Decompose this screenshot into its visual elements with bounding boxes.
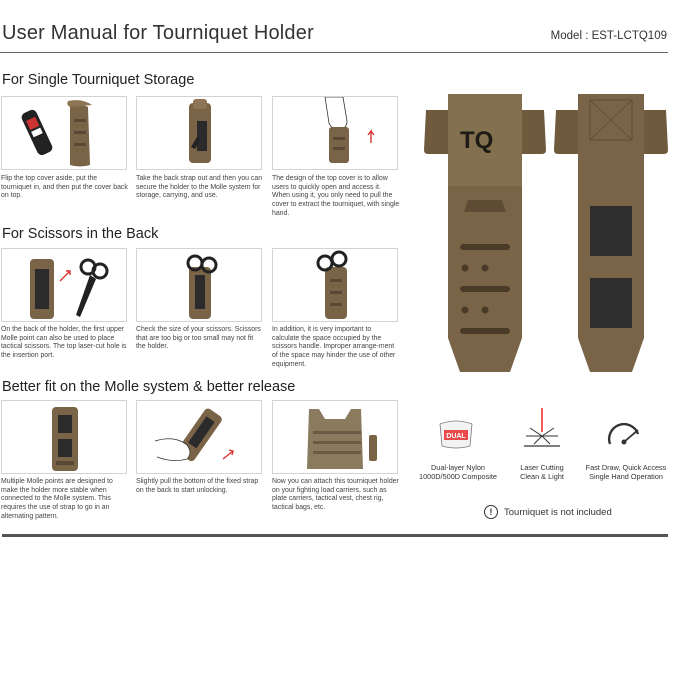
holder-back-strap-illustration xyxy=(189,99,211,163)
page-title: User Manual for Tourniquet Holder xyxy=(2,22,314,44)
caption: Flip the top cover aside, put the tourni… xyxy=(1,175,128,200)
feature-line: 1000D/500D Composite xyxy=(419,472,497,481)
feature-line: Laser Cutting xyxy=(520,463,564,472)
image-panel-molle-points xyxy=(1,400,127,474)
section-heading-molle: Better fit on the Molle system & better … xyxy=(2,379,296,395)
image-panel-scissors-size xyxy=(136,248,262,322)
caption: Take the back strap out and then you can… xyxy=(136,175,263,200)
holder-and-scissors-illustration xyxy=(30,258,109,319)
tourniquet-not-included-note: ! Tourniquet is not included xyxy=(484,505,612,519)
holder-front-view xyxy=(424,94,546,372)
section-heading-scissors: For Scissors in the Back xyxy=(2,226,159,242)
scissors-handle-space-illustration xyxy=(316,250,348,319)
image-panel-pull-cover xyxy=(272,96,398,170)
tq-logo: TQ xyxy=(460,127,493,154)
feature-line: Dual-layer Nylon xyxy=(431,463,485,472)
hand-pull-illustration xyxy=(324,97,375,163)
scissors-inserted-illustration xyxy=(186,254,218,319)
image-panel-scissors-space xyxy=(272,248,398,322)
feature-line: Fast Draw, Quick Access xyxy=(585,463,667,472)
caption: On the back of the holder, the first upp… xyxy=(1,326,127,360)
hand-unlock-illustration xyxy=(154,408,234,462)
note-text: Tourniquet is not included xyxy=(504,506,612,518)
image-panel-unlock xyxy=(136,400,262,474)
caption: Multiple Molle points are designed to ma… xyxy=(1,478,113,520)
image-panel-plate-carrier xyxy=(272,400,398,474)
dual-badge-text: DUAL xyxy=(446,433,466,440)
caption: The design of the top cover is to allow … xyxy=(272,175,400,217)
caption: Slightly pull the bottom of the fixed st… xyxy=(136,478,259,494)
holder-back-view xyxy=(554,94,668,372)
plate-carrier-illustration xyxy=(307,409,377,469)
section-heading-single: For Single Tourniquet Storage xyxy=(2,72,195,88)
caption: Check the size of your scissors. Scissor… xyxy=(136,326,261,351)
feature-dual-layer: Dual-layer Nylon 1000D/500D Composite xyxy=(414,463,502,481)
holder-back-molle-illustration xyxy=(52,407,78,471)
product-front-and-back-illustration: TQ xyxy=(424,94,668,372)
speed-gauge-icon xyxy=(607,422,640,445)
feature-fast-draw: Fast Draw, Quick Access Single Hand Oper… xyxy=(580,463,672,481)
feature-laser-cutting: Laser Cutting Clean & Light xyxy=(504,463,580,481)
footer-divider xyxy=(2,534,668,537)
tourniquet-and-holder-illustration xyxy=(21,100,92,167)
image-panel-flip-cover xyxy=(1,96,127,170)
model-number: Model : EST-LCTQ109 xyxy=(550,30,667,42)
image-panel-scissors-back xyxy=(1,248,127,322)
image-panel-back-strap xyxy=(136,96,262,170)
caption: In addition, it is very important to cal… xyxy=(272,326,396,368)
header-divider xyxy=(0,52,668,53)
caption: Now you can attach this tourniquet holde… xyxy=(272,478,399,512)
dual-badge-icon: DUAL xyxy=(439,420,473,449)
feature-line: Single Hand Operation xyxy=(589,472,663,481)
feature-line: Clean & Light xyxy=(520,472,564,481)
laser-icon xyxy=(524,408,560,447)
exclamation-icon: ! xyxy=(484,505,498,519)
